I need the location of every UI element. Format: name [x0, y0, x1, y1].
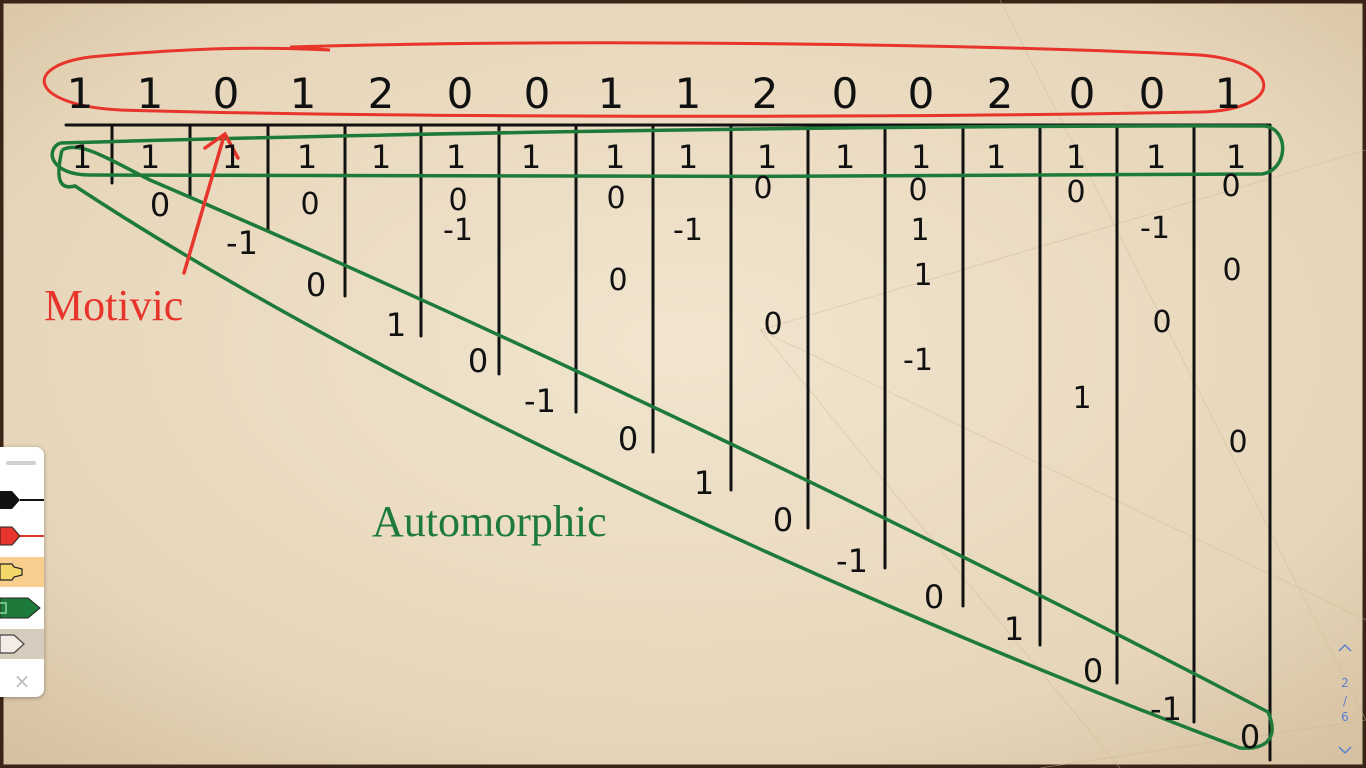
ones-row-value: 1: [140, 138, 160, 176]
top-row-value: 0: [447, 69, 474, 118]
top-row-value: 0: [524, 69, 551, 118]
diagonal-entry: 0: [468, 342, 488, 380]
motivic-arrow: [182, 131, 240, 275]
pen-black-icon[interactable]: [0, 485, 44, 515]
ones-row-value: 1: [446, 138, 466, 176]
scattered-entry: -1: [903, 343, 933, 378]
automorphic-diagonal-loop: [57, 145, 1274, 750]
scattered-entry: 0: [1066, 175, 1085, 210]
current-page: 2: [1341, 676, 1349, 690]
scattered-entry: 0: [300, 187, 319, 222]
scattered-entry: 0: [606, 181, 625, 216]
diagonal-entry: 1: [694, 464, 714, 502]
scattered-entry: 0: [908, 173, 927, 208]
diagonal-entry: -1: [524, 382, 556, 420]
automorphic-ones-loop: [50, 124, 1285, 179]
ones-row-value: 1: [757, 138, 777, 176]
ones-row-value: 1: [605, 138, 625, 176]
top-row-value: 1: [290, 69, 317, 118]
scattered-entry: 0: [1152, 305, 1171, 340]
page-navigator: 2 / 6: [1334, 640, 1356, 762]
toolbar-grip[interactable]: [6, 461, 36, 465]
motivic-label: Motivic: [44, 281, 183, 330]
scattered-entry: 0: [1222, 253, 1241, 288]
ones-row: 1 1 1 1 1 1 1 1 1 1 1 1 1 1 1 1: [72, 138, 1246, 176]
page-separator: /: [1342, 694, 1348, 708]
motivic-highlight-loop: [42, 41, 1265, 118]
highlighter-yellow-icon[interactable]: [0, 557, 44, 587]
scattered-entry: -1: [1140, 211, 1170, 246]
top-row-value: 0: [1069, 69, 1096, 118]
scattered-entry: 0: [608, 263, 627, 298]
top-row-value: 2: [368, 69, 395, 118]
ones-row-value: 1: [297, 138, 317, 176]
scattered-entry: 0: [753, 171, 772, 206]
top-row-value: 1: [675, 69, 702, 118]
ones-row-value: 1: [678, 138, 698, 176]
diagonal-entry: -1: [836, 542, 868, 580]
pen-grey-icon[interactable]: [0, 629, 44, 659]
scattered-entry: 0: [448, 183, 467, 218]
automorphic-label: Automorphic: [372, 497, 607, 546]
ones-row-value: 1: [1146, 138, 1166, 176]
top-row-value: 0: [1139, 69, 1166, 118]
diagonal-entry: -1: [226, 224, 258, 262]
total-pages: 6: [1341, 710, 1349, 724]
diagonal-entry: 0: [1240, 718, 1260, 756]
ones-row-value: 1: [371, 138, 391, 176]
diagonal-entry: 1: [1004, 610, 1024, 648]
top-row-value: 0: [213, 69, 240, 118]
diagonal-entry: 0: [773, 501, 793, 539]
scattered-entry: -1: [673, 213, 703, 248]
top-row-value: 1: [67, 69, 94, 118]
scattered-entry: 1: [1072, 381, 1091, 416]
ones-row-value: 1: [835, 138, 855, 176]
ones-row-value: 1: [222, 138, 242, 176]
scattered-entry: -1: [443, 213, 473, 248]
diagonal-entry: 0: [618, 420, 638, 458]
scattered-entry: 0: [1228, 425, 1247, 460]
chevron-down-icon[interactable]: [1334, 742, 1356, 758]
scattered-entry: 1: [913, 258, 932, 293]
diagonal-entry: 0: [306, 266, 326, 304]
top-row-value: 0: [908, 69, 935, 118]
scattered-entry: 1: [910, 213, 929, 248]
ones-row-value: 1: [1226, 138, 1246, 176]
ones-row-value: 1: [72, 138, 92, 176]
pen-red-icon[interactable]: [0, 521, 44, 551]
top-row-value: 1: [598, 69, 625, 118]
scattered-entry: 0: [763, 307, 782, 342]
diagonal-entry: -1: [1150, 690, 1182, 728]
diagonal-entry: 1: [386, 306, 406, 344]
top-row-value: 2: [752, 69, 779, 118]
pen-green-icon[interactable]: [0, 593, 44, 623]
diagonal-entry: 0: [150, 186, 170, 224]
diagonal-entry: 0: [1083, 652, 1103, 690]
ones-row-value: 1: [986, 138, 1006, 176]
chevron-up-icon[interactable]: [1334, 640, 1356, 656]
top-row-value: 1: [1215, 69, 1242, 118]
top-row-value: 2: [987, 69, 1014, 118]
ones-row-value: 1: [1066, 138, 1086, 176]
ones-row-value: 1: [911, 138, 931, 176]
top-row-value: 1: [137, 69, 164, 118]
faint-compass-lines: [759, 0, 1366, 768]
scattered-entry: 0: [1221, 169, 1240, 204]
close-icon[interactable]: ×: [13, 669, 31, 693]
pen-toolbar: ×: [0, 447, 44, 697]
ones-row-value: 1: [521, 138, 541, 176]
top-row-value: 0: [832, 69, 859, 118]
diagonal-entry: 0: [924, 578, 944, 616]
